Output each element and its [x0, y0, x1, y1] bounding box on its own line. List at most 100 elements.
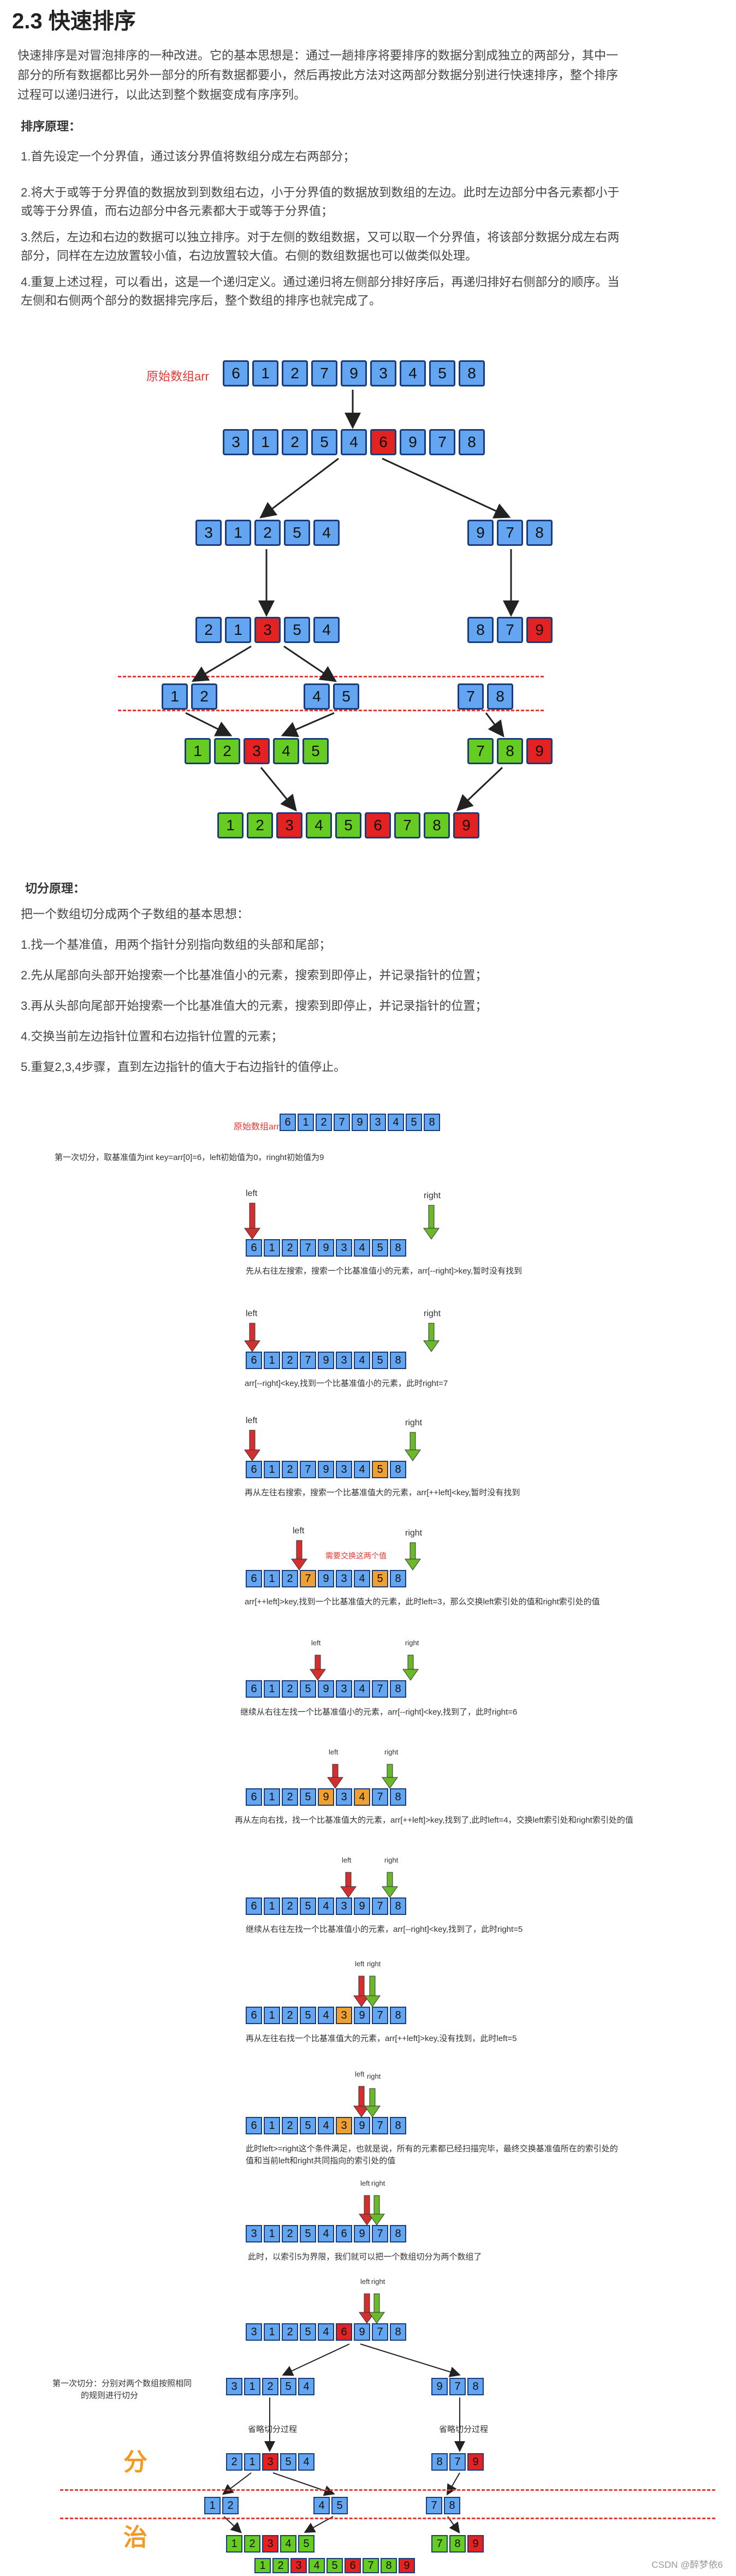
- array-cell: 9: [318, 1352, 334, 1369]
- array-cell: 1: [217, 812, 244, 838]
- array-cell: 1: [226, 2535, 242, 2553]
- array-cell: 7: [311, 360, 337, 386]
- array-cell: 7: [300, 1461, 316, 1478]
- array-cell: 7: [426, 2497, 442, 2514]
- array-cell: 2: [195, 617, 222, 643]
- array-cell: 9: [341, 360, 367, 386]
- array-cell: 9: [318, 1570, 334, 1587]
- arrow: [360, 2343, 461, 2377]
- array-cell: 7: [458, 683, 484, 710]
- principle-line: 2.将大于或等于分界值的数据放到到数组右边，小于分界值的数据放到数组的左边。此时…: [21, 186, 620, 199]
- right-label: right: [371, 2277, 385, 2286]
- array-cell: 7: [372, 1897, 388, 1915]
- array-cell: 9: [400, 429, 426, 455]
- arrow: [259, 457, 339, 519]
- array-label: 原始数组arr: [146, 370, 209, 383]
- array-cell: 3: [370, 360, 396, 386]
- array-cell: 1: [264, 1788, 280, 1806]
- array-cell: 7: [300, 1570, 316, 1587]
- array-cell: 9: [352, 1114, 368, 1131]
- array-cell: 4: [354, 1239, 370, 1257]
- left-pointer: [353, 2086, 370, 2117]
- array-cell: 8: [390, 1352, 406, 1369]
- array-cell: 6: [246, 1570, 262, 1587]
- array-cell: 2: [282, 2323, 298, 2341]
- array-cell: 6: [246, 2007, 262, 2024]
- array-cell: 7: [372, 1680, 388, 1698]
- array-cell: 1: [252, 429, 278, 455]
- array-cell: 3: [336, 2007, 352, 2024]
- array-cell: 1: [254, 2558, 271, 2573]
- array-cell: 7: [372, 2323, 388, 2341]
- step-caption: 先从右往左搜索，搜索一个比基准值小的元素，arr[--right]>key,暂时…: [246, 1266, 522, 1276]
- partition-line: 4.交换当前左边指针位置和右边指针位置的元素；: [21, 1030, 283, 1043]
- arrow: [191, 645, 252, 682]
- array-cell: 1: [264, 1680, 280, 1698]
- intro-line: 部分的所有数据都比另外一部分的所有数据都要小，然后再按此方法对这两部分数据分别进…: [17, 68, 619, 82]
- array-cell: 5: [406, 1114, 422, 1131]
- array-cell: 7: [372, 2225, 388, 2242]
- array-cell: 9: [318, 1239, 334, 1257]
- array-cell: 9: [318, 1461, 334, 1478]
- array-cell: 8: [487, 683, 513, 710]
- array-cell: 1: [264, 2225, 280, 2242]
- array-cell: 6: [345, 2558, 361, 2573]
- array-cell: 7: [372, 1788, 388, 1806]
- array-cell: 8: [381, 2558, 397, 2573]
- right-label: right: [405, 1639, 419, 1647]
- array-cell: 9: [354, 2225, 370, 2242]
- array-cell: 1: [264, 2007, 280, 2024]
- array-cell: 1: [264, 1352, 280, 1369]
- arrow: [185, 712, 233, 736]
- array-cell: 8: [459, 429, 485, 455]
- array-cell: 9: [431, 2378, 448, 2395]
- array-cell: 3: [336, 1897, 352, 1915]
- dashed-separator: [118, 710, 544, 711]
- array-cell: 4: [313, 617, 340, 643]
- array-cell: 3: [370, 1114, 386, 1131]
- array-cell: 3: [336, 1570, 352, 1587]
- array-cell: 6: [246, 1461, 262, 1478]
- array-cell: 6: [246, 2117, 262, 2134]
- left-label: left: [342, 1856, 352, 1864]
- array-cell: 5: [302, 738, 329, 764]
- array-cell: 5: [311, 429, 337, 455]
- bottom-note: 第一次切分：分别对两个数组按照相同: [52, 2379, 192, 2388]
- array-cell: 2: [282, 360, 308, 386]
- array-cell: 5: [284, 617, 310, 643]
- right-label: right: [384, 1748, 399, 1756]
- array-cell: 8: [390, 1788, 406, 1806]
- bottom-note: 的规则进行切分: [81, 2391, 139, 2400]
- array-cell: 4: [318, 2117, 334, 2134]
- right-pointer: [364, 2088, 381, 2117]
- array-cell: 7: [372, 2007, 388, 2024]
- step-caption: arr[--right]<key,找到一个比基准值小的元素，此时right=7: [245, 1379, 448, 1388]
- right-pointer: [423, 1323, 440, 1352]
- left-pointer: [359, 2293, 375, 2324]
- array-cell: 3: [336, 1239, 352, 1257]
- left-pointer: [340, 1872, 357, 1898]
- right-pointer: [382, 1764, 398, 1789]
- array-cell: 2: [247, 812, 273, 838]
- array-cell: 8: [390, 1570, 406, 1587]
- recursion-note: 省略切分过程: [248, 2425, 298, 2434]
- left-pointer: [353, 1976, 370, 2007]
- array-cell: 2: [282, 2117, 298, 2134]
- principle-line: 4.重复上述过程，可以看出，这是一个递归定义。通过递归将左侧部分排好序后，再递归…: [21, 275, 620, 289]
- array-cell: 6: [246, 1352, 262, 1369]
- array-cell: 4: [280, 2535, 296, 2553]
